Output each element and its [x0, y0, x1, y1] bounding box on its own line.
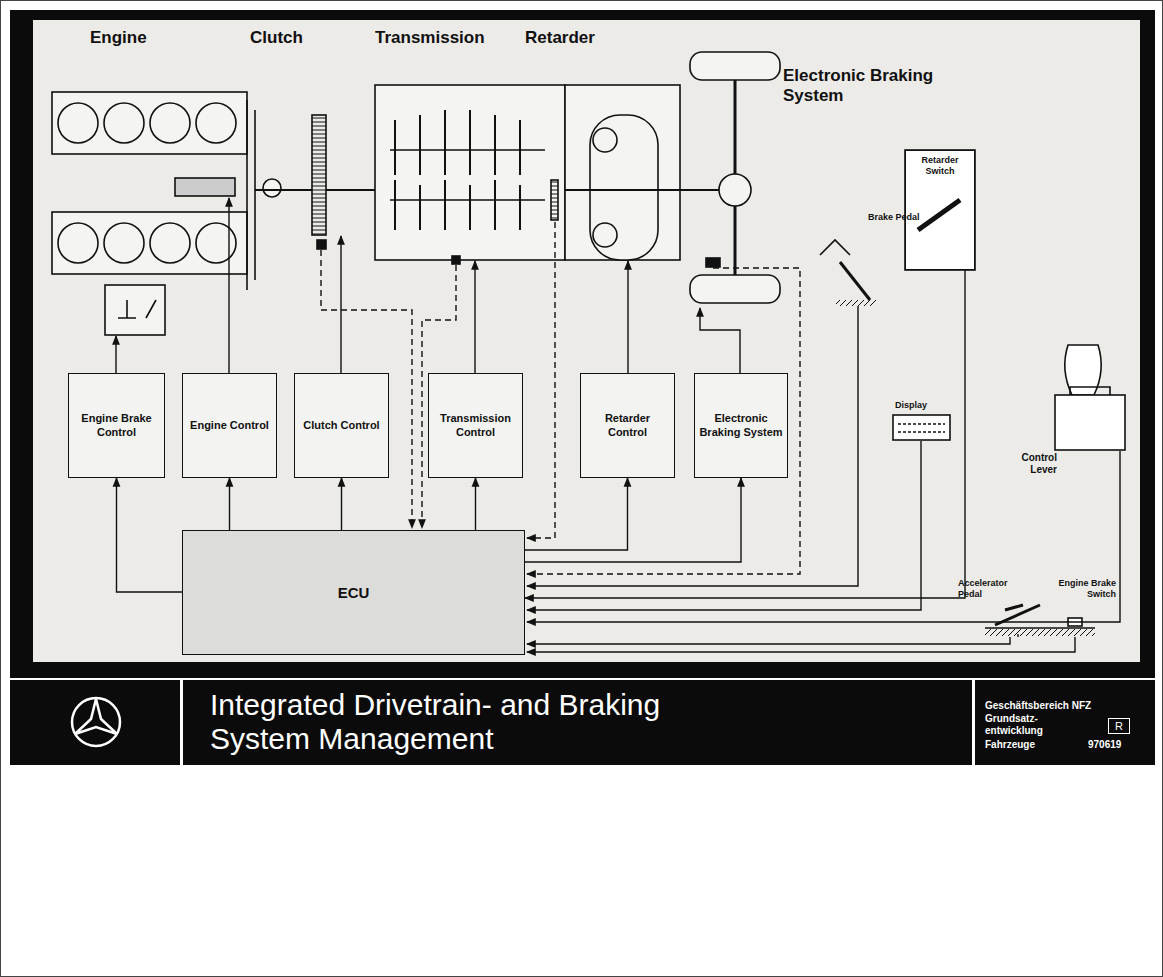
node-text: Retarder Switch — [909, 155, 971, 177]
part-name: Clutch — [250, 28, 340, 48]
signal-connector — [341, 478, 342, 530]
part-name: Accelerator Pedal — [958, 578, 1013, 600]
part-name: Retarder — [525, 28, 635, 48]
part-name: Engine — [90, 28, 210, 48]
part-name: Transmission — [375, 28, 525, 48]
node-text: Engine Control — [190, 419, 269, 433]
control-box: Engine Brake Control — [68, 373, 165, 478]
switch-box: Retarder Switch — [905, 150, 975, 270]
signal-connector — [475, 478, 476, 530]
signal-connector — [525, 478, 741, 562]
signal-connector — [117, 478, 183, 592]
part-name: Control Lever — [1012, 452, 1057, 476]
title: Integrated Drivetrain- and Braking Syste… — [210, 688, 690, 756]
node-text: Engine Brake Control — [73, 412, 160, 440]
control-box: Retarder Control — [580, 373, 675, 478]
department-text: Grundsatz- entwicklung — [985, 713, 1065, 737]
ecu-box: ECU — [182, 530, 525, 655]
control-box: Clutch Control — [294, 373, 389, 478]
control-box: Engine Control — [182, 373, 277, 478]
node-text: Clutch Control — [303, 419, 379, 433]
department-text: Geschäftsbereich NFZ — [985, 700, 1145, 712]
part-name: Brake Pedal — [868, 212, 928, 223]
node-text: ECU — [338, 584, 370, 601]
revision-mark: R — [1108, 718, 1130, 734]
signal-connector — [229, 478, 230, 530]
node-text: Electronic Braking System — [699, 412, 783, 440]
part-name: Electronic Braking System — [783, 66, 963, 107]
control-box: Transmission Control — [428, 373, 523, 478]
control-box: Electronic Braking System — [694, 373, 788, 478]
signal-connector — [525, 478, 628, 550]
department-text: Fahrzeuge — [985, 739, 1055, 751]
part-name: Display — [895, 400, 965, 411]
node-text: Retarder Control — [585, 412, 670, 440]
document-number: 970619 — [1088, 739, 1148, 751]
signal-connector — [525, 270, 965, 598]
node-text: Transmission Control — [433, 412, 518, 440]
part-name: Engine Brake Switch — [1056, 578, 1116, 600]
